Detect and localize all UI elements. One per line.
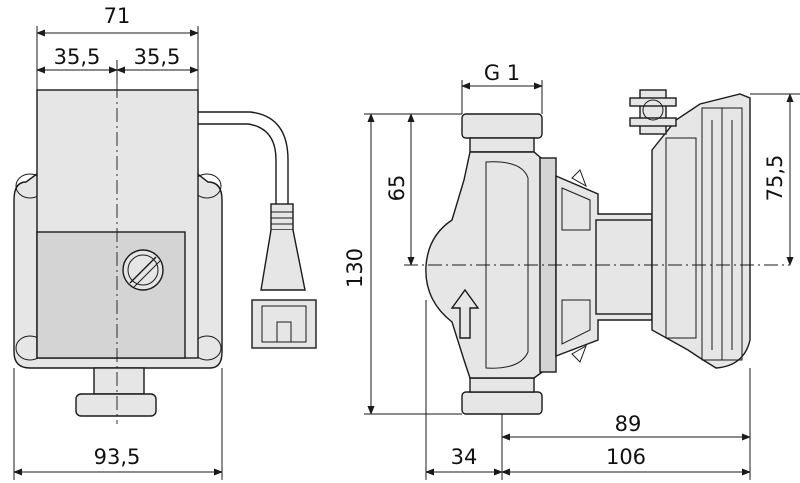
dim-motor-length-label: 89 — [615, 412, 642, 436]
dimension-bottom-width: 93,5 — [13, 368, 223, 480]
dimension-motor-length: 89 — [501, 368, 751, 480]
cable-connector-icon — [251, 203, 317, 349]
dim-total-height-label: 130 — [343, 248, 367, 288]
cable-gland-icon — [629, 89, 677, 135]
dim-upper-height-label: 65 — [385, 175, 409, 202]
dimension-upper-height: 65 — [385, 113, 462, 266]
dimension-port-offset: 34 — [425, 300, 503, 480]
inlet-port-top — [461, 113, 543, 139]
dimension-overall-length: 106 — [501, 445, 751, 476]
vent-screw-icon — [122, 249, 164, 291]
outlet-flange — [75, 393, 157, 417]
dimension-half-widths: 35,5 35,5 — [36, 45, 199, 84]
dimension-top-width: 71 — [36, 4, 199, 90]
dim-motor-height-label: 75,5 — [763, 155, 787, 202]
dim-port-offset-label: 34 — [451, 445, 478, 469]
front-view — [13, 84, 317, 424]
dimension-thread: G 1 — [461, 61, 543, 114]
dim-half-left-label: 35,5 — [54, 45, 101, 69]
dim-half-right-label: 35,5 — [134, 45, 181, 69]
flow-direction-arrow — [450, 288, 480, 339]
dim-thread-label: G 1 — [484, 61, 520, 85]
outlet-port-bottom — [461, 391, 543, 415]
dim-bottom-width-label: 93,5 — [94, 445, 141, 469]
dim-overall-length-label: 106 — [606, 445, 646, 469]
outlet-neck — [93, 367, 145, 395]
dim-top-width-label: 71 — [104, 4, 131, 28]
terminal-box-cover — [36, 231, 186, 359]
dimension-motor-height: 75,5 — [750, 93, 800, 266]
electronic-module — [651, 93, 751, 369]
power-cable — [198, 111, 289, 206]
side-view — [404, 89, 790, 415]
dimension-total-height: 130 — [343, 113, 462, 415]
